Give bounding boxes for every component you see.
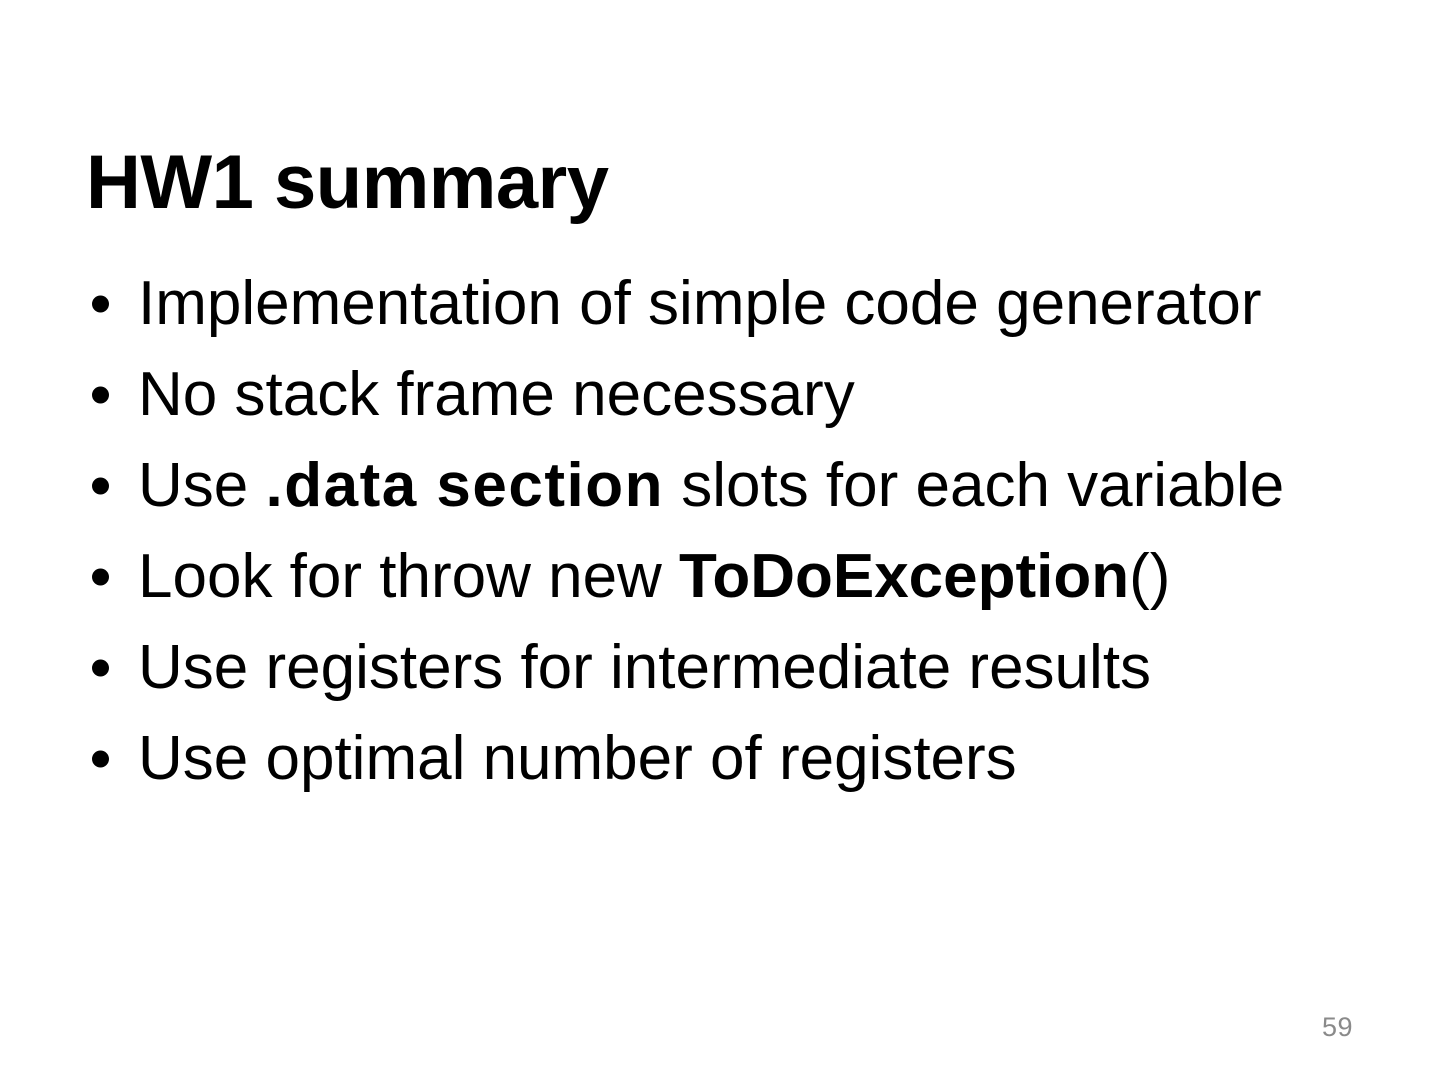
bullet-dot-icon [92, 750, 109, 767]
text-run: () [1129, 542, 1171, 611]
text-run: Use optimal number of registers [138, 724, 1017, 793]
list-item-text: Use registers for intermediate results [138, 633, 1151, 702]
page-number: 59 [1322, 1012, 1354, 1042]
bullet-list: Implementation of simple code generator … [86, 258, 1386, 804]
list-item-text: Look for throw new ToDoException() [138, 542, 1170, 611]
list-item: Use optimal number of registers [86, 713, 1386, 804]
list-item: Look for throw new ToDoException() [86, 531, 1386, 622]
text-run: Look for throw new [138, 542, 680, 611]
text-run: No stack frame necessary [138, 360, 855, 429]
list-item-text: Use optimal number of registers [138, 724, 1017, 793]
list-item: Use .data section slots for each variabl… [86, 440, 1386, 531]
code-literal-run: .data section [265, 451, 664, 520]
text-run: slots for each variable [663, 451, 1285, 520]
list-item-text: No stack frame necessary [138, 360, 855, 429]
list-item-text: Use .data section slots for each variabl… [138, 451, 1284, 520]
list-item: No stack frame necessary [86, 349, 1386, 440]
bullet-dot-icon [92, 659, 109, 676]
bullet-dot-icon [92, 386, 109, 403]
list-item: Implementation of simple code generator [86, 258, 1386, 349]
text-run: Use [138, 451, 266, 520]
identifier-run: ToDoException [679, 542, 1130, 611]
bullet-dot-icon [92, 477, 109, 494]
bullet-dot-icon [92, 295, 109, 312]
text-run: Implementation of simple code generator [138, 269, 1262, 338]
text-run: Use registers for intermediate results [138, 633, 1152, 702]
list-item: Use registers for intermediate results [86, 622, 1386, 713]
bullet-dot-icon [92, 568, 109, 585]
list-item-text: Implementation of simple code generator [138, 269, 1262, 338]
page-title: HW1 summary [86, 139, 609, 225]
